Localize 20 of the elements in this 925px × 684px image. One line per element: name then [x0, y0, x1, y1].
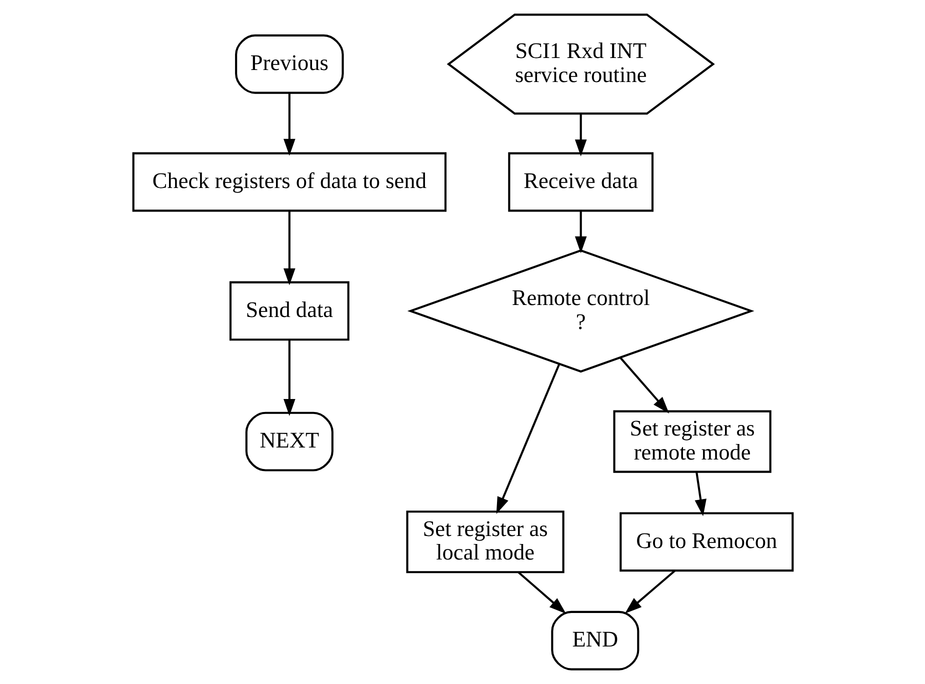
node-box: Go to Remocon [619, 512, 794, 572]
arrow [283, 92, 295, 156]
node-box: Previous [234, 34, 344, 94]
node-box: Check registers of data to send [132, 152, 446, 212]
node-diamond: Remote control ? [406, 249, 754, 373]
arrow [517, 571, 566, 614]
arrow [574, 114, 586, 156]
node-box: Send data [228, 281, 349, 341]
arrow [624, 570, 676, 614]
arrow [283, 340, 295, 416]
arrow [619, 357, 669, 414]
arrow [283, 210, 295, 286]
arrow [694, 472, 706, 516]
node-box: NEXT [244, 412, 333, 472]
node-box: Receive data [508, 152, 654, 212]
arrow [574, 210, 586, 254]
node-box: END [550, 610, 639, 670]
node-box: Set register as remote mode [612, 410, 771, 473]
node-box: Set register as local mode [406, 510, 564, 574]
arrow [496, 364, 560, 514]
